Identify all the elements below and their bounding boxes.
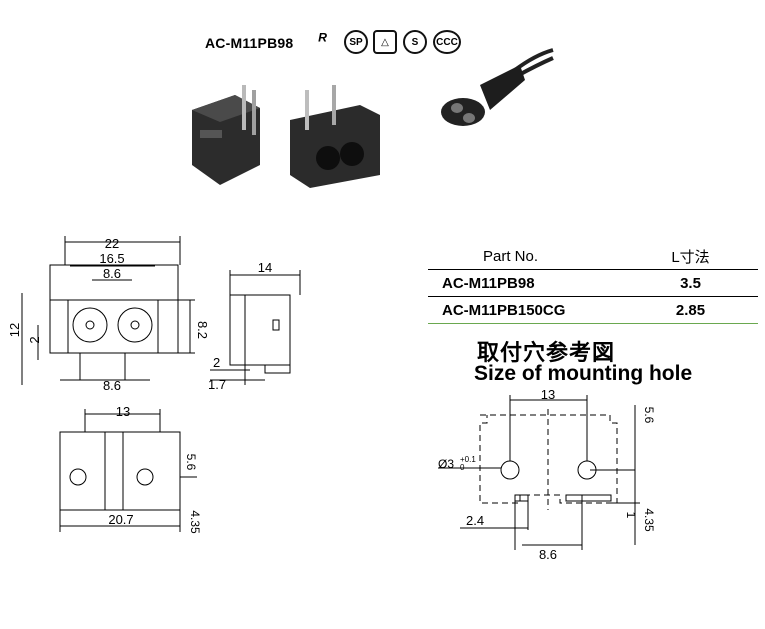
dim-13-hole: 13 xyxy=(541,387,555,402)
dim-1-hole: 1 xyxy=(624,512,638,519)
dim-20-7: 20.7 xyxy=(108,512,133,527)
plug-photo xyxy=(441,48,554,126)
dim-2: 2 xyxy=(27,336,42,343)
dim-4-35-hole: 4.35 xyxy=(642,508,656,532)
mounting-title-en: Size of mounting hole xyxy=(474,362,693,385)
table-divider xyxy=(428,323,758,324)
ccc-mark-icon: CCC xyxy=(433,30,461,54)
table-row: AC-M11PB98 3.5 xyxy=(428,270,758,296)
dim-8-6-top: 8.6 xyxy=(103,266,121,281)
mounting-title-cn: 取付穴参考図 xyxy=(477,341,616,366)
table-header-part-no: Part No. xyxy=(483,247,539,265)
table-divider xyxy=(428,269,758,270)
socket-photo-right xyxy=(290,85,380,188)
dim-4-35-bottom: 4.35 xyxy=(188,510,202,534)
parts-table: Part No. L寸法 AC-M11PB98 3.5 AC-M11PB150C… xyxy=(428,243,758,324)
table-cell-l-value: 3.5 xyxy=(680,274,701,292)
front-view-drawing: 22 16.5 8.6 12 2 8.2 8.6 xyxy=(7,236,210,393)
model-title: AC-M11PB98 xyxy=(205,35,294,51)
dim-5-6-hole: 5.6 xyxy=(642,407,656,424)
dim-13-bottom: 13 xyxy=(116,404,130,419)
dim-8-6-hole: 8.6 xyxy=(539,547,557,560)
dim-2-4: 2.4 xyxy=(466,513,484,528)
dim-hole-diameter: Ø3 xyxy=(438,457,454,471)
table-divider xyxy=(428,296,758,297)
table-cell-part-no: AC-M11PB150CG xyxy=(442,301,566,319)
dim-2-side: 2 xyxy=(213,355,220,370)
dim-22: 22 xyxy=(105,236,119,251)
mounting-hole-drawing: 13 5.6 Ø3 +0.1 0 2.4 1 4.35 8.6 xyxy=(438,387,656,560)
table-header-row: Part No. L寸法 xyxy=(428,243,758,269)
product-photo xyxy=(192,85,380,188)
bottom-view-drawing: 13 5.6 20.7 4.35 xyxy=(59,404,202,534)
dim-12: 12 xyxy=(7,323,22,337)
table-row: AC-M11PB150CG 2.85 xyxy=(428,297,758,323)
ul-mark-icon: ᴿ xyxy=(317,29,327,50)
pse-mark-icon: △ xyxy=(373,30,397,54)
dim-hole-tolerance-zero: 0 xyxy=(460,463,465,472)
dim-14: 14 xyxy=(258,260,272,275)
table-cell-l-value: 2.85 xyxy=(675,301,706,319)
dim-8-2: 8.2 xyxy=(195,321,210,339)
dim-8-6-bottom: 8.6 xyxy=(103,378,121,393)
csa-mark-icon: SP xyxy=(344,30,368,54)
dim-5-6-bottom: 5.6 xyxy=(184,454,198,471)
table-header-l-dimension: L寸法 xyxy=(671,248,710,266)
s-mark-icon: S xyxy=(403,30,427,54)
dim-16-5: 16.5 xyxy=(99,251,124,266)
dim-hole-tolerance-plus: +0.1 xyxy=(460,455,476,464)
table-cell-part-no: AC-M11PB98 xyxy=(442,274,535,292)
side-view-drawing: 14 2 1.7 xyxy=(208,260,301,392)
dim-1-7: 1.7 xyxy=(208,377,226,392)
socket-photo-left xyxy=(192,85,260,185)
